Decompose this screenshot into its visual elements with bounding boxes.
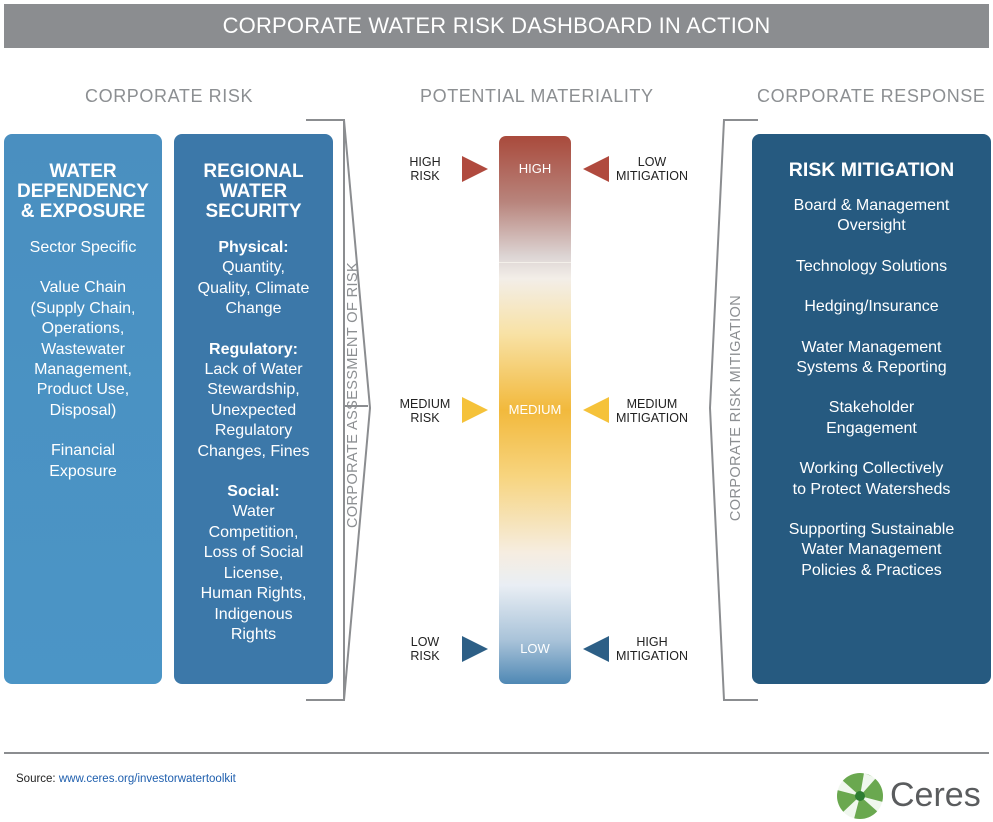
risk-mitigation-card: RISK MITIGATION Board & Management Overs… [752,134,991,684]
regional-water-security-heading: REGIONAL WATER SECURITY [203,161,304,222]
low-mitigation-arrow-icon [583,156,609,182]
mitigation-item: Hedging/Insurance [804,298,939,316]
source-link[interactable]: www.ceres.org/investorwatertoolkit [58,773,236,785]
water-dependency-heading: WATER DEPENDENCY & EXPOSURE [17,161,149,222]
corporate-risk-mitigation-label: CORPORATE RISK MITIGATION [728,294,744,522]
meter-label-medium: MEDIUM [508,402,562,417]
meter-divider [499,262,571,263]
value-chain-text: Value Chain (Supply Chain, Operations, W… [30,279,136,419]
social-text: Water Competition, Loss of Social Licens… [200,503,307,643]
assessment-bracket-outline [306,119,372,701]
materiality-meter [499,136,571,684]
mitigation-item: Board & Management Oversight [793,197,950,235]
source-label: Source: [16,773,56,785]
section-heading-potential-materiality: POTENTIAL MATERIALITY [420,86,654,106]
regulatory-text: Lack of Water Stewardship, Unexpected Re… [197,361,310,460]
mitigation-item: Technology Solutions [795,257,948,275]
physical-label: Physical: [218,239,289,256]
low-mitigation-label: LOW MITIGATION [616,155,688,183]
high-mitigation-arrow-icon [583,636,609,662]
footer-divider [4,752,989,754]
physical-text: Quantity, Quality, Climate Change [197,259,310,318]
section-heading-corporate-response: CORPORATE RESPONSE [757,86,986,106]
risk-mitigation-heading: RISK MITIGATION [788,159,955,181]
ceres-logo-icon [837,773,883,819]
water-dependency-card: WATER DEPENDENCY & EXPOSURE Sector Speci… [4,134,162,684]
corporate-assessment-of-risk-label: CORPORATE ASSESSMENT OF RISK [345,261,361,528]
high-mitigation-label: HIGH MITIGATION [616,635,688,663]
high-risk-label: HIGH RISK [409,155,441,183]
medium-mitigation-arrow-icon [583,397,609,423]
low-risk-arrow-icon [462,636,488,662]
medium-risk-label: MEDIUM RISK [399,397,451,425]
medium-mitigation-label: MEDIUM MITIGATION [616,397,688,425]
financial-exposure-text: Financial Exposure [49,442,117,480]
regional-water-security-card: REGIONAL WATER SECURITY Physical: Quanti… [174,134,333,684]
meter-label-low: LOW [520,641,550,656]
mitigation-item: Supporting Sustainable Water Management … [788,521,955,579]
mitigation-item: Working Collectively to Protect Watershe… [792,460,951,498]
section-heading-corporate-risk: CORPORATE RISK [85,86,254,106]
meter-label-high: HIGH [518,161,552,176]
mitigation-item: Water Management Systems & Reporting [796,338,947,377]
medium-risk-arrow-icon [462,397,488,423]
ceres-logo-text: Ceres [890,776,981,814]
mitigation-item: Stakeholder Engagement [826,399,917,437]
low-risk-label: LOW RISK [410,635,440,663]
regulatory-label: Regulatory: [209,340,298,358]
sector-specific-text: Sector Specific [29,239,137,256]
mitigation-bracket [708,119,758,701]
mitigation-bracket-outline [708,119,758,701]
source-line: Source: www.ceres.org/investorwatertoolk… [16,773,236,785]
social-label: Social: [227,483,280,501]
page-title: CORPORATE WATER RISK DASHBOARD IN ACTION [4,4,989,48]
assessment-bracket-shape [306,119,372,701]
high-risk-arrow-icon [462,156,488,182]
